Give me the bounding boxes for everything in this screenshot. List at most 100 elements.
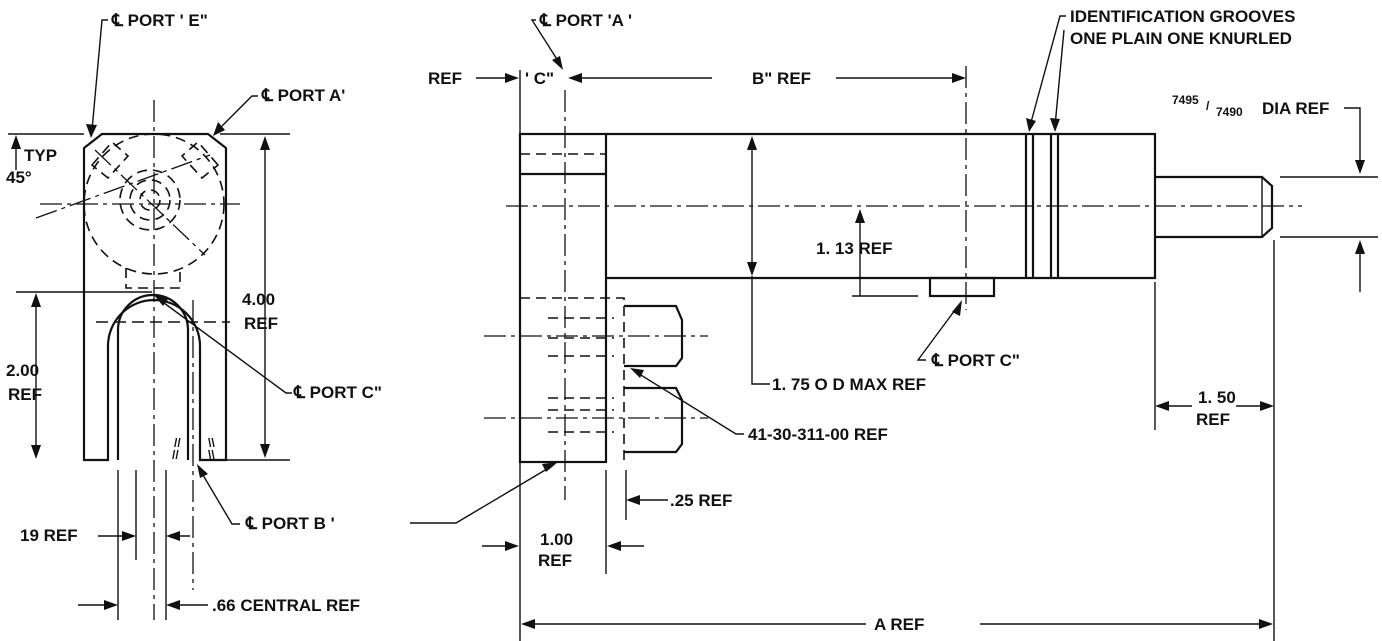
port-c-box: [125, 268, 181, 289]
arrowhead: [747, 136, 757, 150]
dim-66-label: .66 CENTRAL REF: [212, 596, 360, 615]
arrowhead: [166, 531, 180, 541]
arrowhead: [521, 619, 535, 629]
port-c-right-leader: [916, 305, 959, 361]
port-a-chamfer: [180, 140, 220, 180]
arrowhead: [260, 444, 270, 458]
arrowhead: [747, 262, 757, 276]
ident-leader-2: [1054, 29, 1065, 127]
lower-head-top: [520, 297, 625, 462]
arrowhead: [11, 135, 21, 149]
ident-label-2: ONE PLAIN ONE KNURLED: [1070, 29, 1292, 48]
hatch-mark: //: [174, 436, 181, 450]
arrowhead: [542, 462, 558, 472]
dim-25-label: .25 REF: [670, 491, 732, 510]
arrowhead: [1050, 118, 1060, 132]
angle-label: 45°: [6, 168, 32, 187]
port-a-right-leader: [530, 19, 561, 65]
ref-left-label: REF: [428, 69, 462, 88]
arrowhead: [166, 600, 180, 610]
arrowhead: [505, 73, 519, 83]
hatch-mark: \\: [208, 436, 215, 450]
end-view: 4.00 REF 2.00 REF TYP 45° ℄ PORT ' E" ℄ …: [6, 11, 382, 620]
arrowhead: [213, 122, 225, 136]
dim-400-ref: REF: [244, 314, 278, 333]
c-dim-label: ' C": [525, 69, 554, 88]
port-a-left-leader: [217, 95, 258, 131]
arrowhead: [552, 56, 563, 70]
arrowhead: [1026, 118, 1036, 132]
arrowhead: [626, 495, 640, 505]
arrowhead: [607, 541, 621, 551]
port-a-inner-circle-1: [119, 169, 181, 231]
dia-leader: [1344, 107, 1361, 168]
arrowhead: [568, 73, 582, 83]
fitting-hidden-lines: [548, 317, 614, 433]
part-number-leader: [635, 371, 744, 435]
port-b-left-leader: [199, 469, 240, 525]
arrowhead: [505, 541, 519, 551]
dim-400-value: 4.00: [242, 290, 275, 309]
arrowhead: [86, 124, 97, 138]
port-c-left-label: ℄ PORT C": [293, 383, 382, 402]
typ-label: TYP: [24, 146, 57, 165]
ident-leader-1: [1029, 15, 1066, 127]
port-a-left-label: ℄ PORT A': [261, 86, 345, 105]
port-e-chamfer: [90, 140, 130, 180]
arrowhead: [260, 136, 270, 150]
dim-100-ref: REF: [538, 551, 572, 570]
lower-fitting-1: [624, 304, 684, 368]
arrowhead: [31, 293, 41, 307]
dim-200-ref: REF: [8, 385, 42, 404]
dia-fraction-top: 7495: [1172, 93, 1199, 107]
part-number-label: 41-30-311-00 REF: [748, 425, 888, 444]
arrowhead: [1355, 240, 1365, 254]
port-a-right-label: ℄ PORT 'A ': [539, 11, 632, 30]
diagonal-centerline-2: [94, 149, 206, 256]
dim-113-label: 1. 13 REF: [816, 239, 893, 258]
port-b-leader-cross: [410, 465, 553, 524]
dim-19-label: 19 REF: [20, 526, 78, 545]
b-ref-label: B" REF: [752, 69, 811, 88]
port-b-left-label: ℄ PORT B ': [245, 514, 335, 533]
arrowhead: [1259, 619, 1273, 629]
piston-rod: [1155, 175, 1274, 239]
port-e-label: ℄ PORT ' E": [111, 11, 208, 30]
port-c-boss: [928, 276, 996, 298]
hatch-mark: //: [172, 448, 179, 462]
dim-od-leader: [751, 276, 770, 385]
arrowhead: [122, 531, 136, 541]
port-a-inner-circle-2: [129, 179, 171, 221]
dia-fraction-slash: /: [1206, 99, 1210, 113]
dia-ref-label: DIA REF: [1262, 99, 1329, 118]
arrowhead: [952, 73, 966, 83]
arrowhead: [855, 209, 865, 223]
dim-a-label: A REF: [874, 615, 924, 634]
port-c-right-label: ℄ PORT C": [931, 351, 1020, 370]
port-c-left-leader: [159, 299, 292, 394]
arrowhead: [1155, 401, 1169, 411]
diagonal-centerline-1: [35, 154, 211, 219]
arrowhead: [952, 300, 962, 316]
dia-fraction-bottom: 7490: [1216, 105, 1243, 119]
dim-200-value: 2.00: [6, 361, 39, 380]
dim-100-value: 1.00: [540, 530, 573, 549]
arrowhead: [154, 295, 169, 306]
lower-fitting-2: [624, 386, 684, 454]
arrowhead: [31, 445, 41, 459]
arrowhead: [630, 368, 644, 378]
arrowhead: [104, 600, 118, 610]
dim-150-ref: REF: [1196, 410, 1230, 429]
dim-od-label: 1. 75 O D MAX REF: [772, 375, 926, 394]
port-a-inner-circle-3: [139, 189, 161, 211]
arrowhead: [197, 464, 208, 478]
port-e-leader: [91, 19, 108, 131]
end-view-body-outline: [82, 132, 228, 462]
side-view: REF ' C" B" REF ℄ PORT 'A ' IDENTIFICATI…: [410, 7, 1378, 641]
arrowhead: [1260, 401, 1274, 411]
hatch-mark: \\: [208, 448, 215, 462]
ident-label-1: IDENTIFICATION GROOVES: [1070, 7, 1295, 26]
arrowhead: [1355, 160, 1365, 174]
dim-150-value: 1. 50: [1198, 388, 1236, 407]
